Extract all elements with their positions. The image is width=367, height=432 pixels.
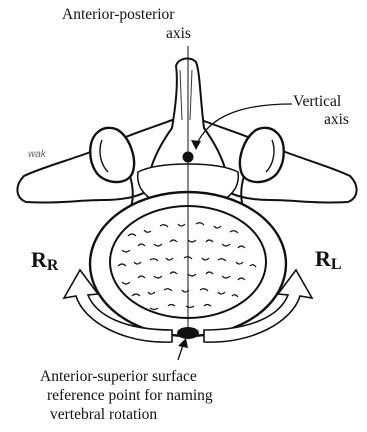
rotation-left-label: RL [315, 246, 342, 274]
rotation-right-label: RR [31, 247, 58, 275]
reference-label-line1: Anterior-superior surface [40, 368, 197, 386]
anterior-reference-point [177, 327, 199, 339]
reference-label-line3: vertebral rotation [50, 406, 157, 424]
artist-signature: wak [28, 149, 46, 160]
vertical-axis-label-line1: Vertical [293, 93, 341, 111]
vertical-axis-point [183, 152, 194, 163]
reference-label-line2: reference point for naming [47, 387, 213, 405]
vertical-axis-label-line2: axis [324, 111, 349, 129]
ap-axis-label-line1: Anterior-posterior [62, 6, 174, 24]
ap-axis-label-line2: axis [166, 25, 191, 43]
